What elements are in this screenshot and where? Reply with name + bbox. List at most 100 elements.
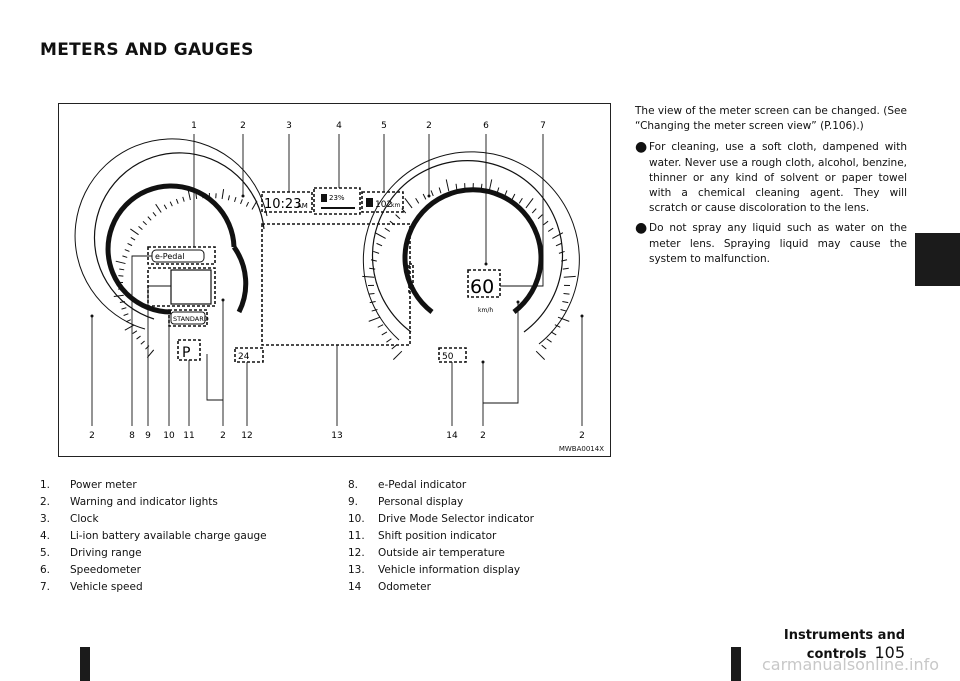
callout-bottom-6: 2 <box>220 431 226 441</box>
gauge-tick <box>132 330 138 334</box>
gauge-tick <box>175 198 179 204</box>
vehicle-speed-text: 60 <box>470 276 494 298</box>
personal-display-box <box>147 267 216 307</box>
leader-dots <box>90 194 584 364</box>
callout-bottom-4: 10 <box>163 431 175 441</box>
charge-text: 23% <box>329 194 345 202</box>
callout-top-1: 1 <box>191 121 197 131</box>
gauge-tick <box>251 200 258 210</box>
gauge-tick <box>374 232 386 239</box>
callout-bottom-9: 14 <box>446 431 458 441</box>
gauge-tick <box>541 344 547 350</box>
gauge-tick <box>455 183 458 190</box>
crop-mark-left <box>80 647 90 681</box>
gauge-tick <box>113 294 124 298</box>
legend-item: 7.Vehicle speed <box>40 581 143 593</box>
gauge-tick <box>130 228 139 236</box>
gauge-tick <box>136 335 141 340</box>
clock-box <box>261 191 313 213</box>
gauge-tick <box>142 220 147 226</box>
callout-top-4: 4 <box>336 121 342 131</box>
gauge-tick <box>234 196 237 203</box>
gauge-tick <box>221 189 225 200</box>
gauge-tick <box>557 316 570 322</box>
epedal-text: e-Pedal <box>155 252 184 261</box>
gauge-tick <box>504 190 508 197</box>
gauge-tick <box>377 324 384 328</box>
gauge-tick <box>195 193 198 199</box>
gauge-tick <box>381 331 388 336</box>
gauge-tick <box>445 179 450 192</box>
gauge-tick <box>546 338 552 343</box>
gauge-tick <box>563 275 576 278</box>
gauge-tick <box>145 345 150 350</box>
drive-mode-text: STANDARD <box>173 315 209 323</box>
legend-item: 13.Vehicle information display <box>348 564 521 576</box>
gauge-tick <box>373 250 380 254</box>
callout-bottom-2: 8 <box>129 431 135 441</box>
gauge-tick <box>415 197 420 204</box>
gauge-tick <box>130 237 136 241</box>
bullet-item: ● Do not spray any liquid such as water … <box>635 221 907 267</box>
gauge-tick <box>140 340 145 345</box>
outside-temp-box <box>234 347 264 363</box>
power-meter <box>74 138 268 358</box>
gauge-tick <box>122 255 128 258</box>
callout-bottom-8: 13 <box>331 431 342 441</box>
gauge-tick <box>562 301 569 304</box>
gauge-tick <box>518 197 523 204</box>
gauge-tick <box>547 227 554 232</box>
gauge-tick <box>562 267 569 270</box>
personal-display-screen <box>170 269 212 305</box>
battery-icon <box>321 194 327 202</box>
gauge-tick <box>125 319 131 323</box>
meter-diagram: 10:23 AM 23% 102 km e-Pedal STANDARD P 2… <box>58 103 611 457</box>
epedal-box <box>147 246 216 265</box>
gauge-tick <box>240 199 243 205</box>
gauge-tick <box>404 198 413 209</box>
callout-bottom-1: 2 <box>89 431 95 441</box>
gauge-tick <box>558 250 565 254</box>
gauge-tick <box>386 338 392 343</box>
gauge-tick <box>555 242 562 247</box>
bullet-icon: ● <box>635 139 648 156</box>
gauge-tick <box>543 220 549 226</box>
gauge-tick <box>525 198 534 209</box>
callout-top-6: 2 <box>426 121 432 131</box>
vehicle-info-display-box <box>261 223 411 346</box>
gauge-tick <box>119 268 125 271</box>
gauge-tick <box>169 201 173 207</box>
callout-bottom-5: 11 <box>183 431 194 441</box>
gauge-tick <box>123 313 129 316</box>
gauge-tick <box>147 216 152 221</box>
range-box <box>361 191 404 213</box>
legend-item: 8.e-Pedal indicator <box>348 479 467 491</box>
gauge-tick <box>480 183 483 190</box>
gauge-tick <box>115 260 126 265</box>
outside-temp-text: 24 <box>238 352 250 362</box>
speedometer <box>362 151 580 361</box>
drive-mode-pill <box>170 311 206 325</box>
gauge-tick <box>187 190 191 201</box>
gauge-tick <box>369 267 376 270</box>
gauge-tick <box>155 203 162 213</box>
gauge-tick <box>245 201 249 207</box>
speed-unit-text: km/h <box>478 307 493 314</box>
shift-text: P <box>182 345 190 361</box>
leader-lines <box>91 134 583 426</box>
legend-item: 5.Driving range <box>40 547 142 559</box>
gauge-tick <box>368 316 381 322</box>
gauge-tick <box>535 350 546 361</box>
gauge-tick <box>554 324 561 328</box>
legend-item: 4.Li-ion battery available charge gauge <box>40 530 267 542</box>
legend-item: 1.Power meter <box>40 479 137 491</box>
legend-item: 3.Clock <box>40 513 99 525</box>
gauge-tick <box>560 308 567 312</box>
gauge-tick <box>550 331 557 336</box>
charge-gauge-box <box>313 187 361 215</box>
callout-bottom-11: 2 <box>579 431 585 441</box>
legend-item: 2.Warning and indicator lights <box>40 496 218 508</box>
callout-top-3: 3 <box>286 121 292 131</box>
gauge-tick <box>430 190 434 197</box>
